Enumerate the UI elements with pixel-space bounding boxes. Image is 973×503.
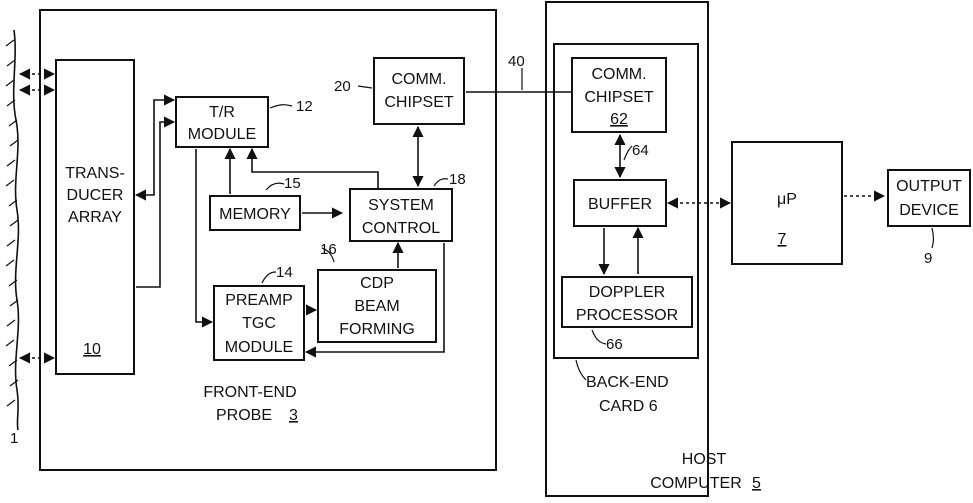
ref-buffer: 64 <box>632 142 649 159</box>
output-leader <box>932 228 934 248</box>
ref-output: 9 <box>924 250 932 267</box>
preamp-label-1: PREAMP <box>225 292 293 309</box>
comm-chipset-front-box <box>374 58 464 124</box>
tr-to-preamp <box>196 149 212 322</box>
comm-back-label-2: CHIPSET <box>584 89 654 106</box>
preamp-label-3: MODULE <box>225 339 293 356</box>
ref-doppler: 66 <box>606 336 623 353</box>
cdp-label-3: FORMING <box>339 321 415 338</box>
doppler-label-1: DOPPLER <box>589 284 665 301</box>
ref-tr: 12 <box>296 98 313 115</box>
syscontrol-to-tr <box>252 149 378 188</box>
syscontrol-label-2: CONTROL <box>362 220 440 237</box>
doppler-leader <box>592 330 606 344</box>
skin-surface <box>6 30 18 430</box>
back-end-leader <box>576 360 586 380</box>
buffer-leader <box>624 146 632 160</box>
ref-skin: 1 <box>10 430 18 447</box>
tr-leader <box>270 105 292 108</box>
ref-memory: 15 <box>284 175 301 192</box>
host-num: 5 <box>752 475 761 492</box>
transducer-label-1: TRANS- <box>65 165 125 182</box>
back-end-label-1: BACK-END <box>586 374 669 391</box>
doppler-label-2: PROCESSOR <box>576 307 678 324</box>
ref-cdp: 16 <box>320 241 337 258</box>
cdp-label-1: CDP <box>360 275 394 292</box>
memory-label: MEMORY <box>219 206 291 223</box>
comm-front-label-1: COMM. <box>391 71 446 88</box>
host-label-1: HOST <box>682 451 727 468</box>
buffer-label: BUFFER <box>588 196 652 213</box>
memory-leader <box>266 183 284 190</box>
back-end-label-2: CARD 6 <box>599 398 658 415</box>
transducer-label-3: ARRAY <box>68 209 122 226</box>
output-label-2: DEVICE <box>899 202 959 219</box>
ref-link: 40 <box>508 53 525 70</box>
tr-transducer-link <box>136 100 174 195</box>
cdp-label-2: BEAM <box>354 298 399 315</box>
tr-label-1: T/R <box>209 104 235 121</box>
transducer-tr-return <box>136 122 174 287</box>
ref-syscontrol: 18 <box>449 171 466 188</box>
ref-comm-front: 20 <box>334 78 351 95</box>
ref-up: 7 <box>778 231 787 248</box>
ref-preamp: 14 <box>276 264 293 281</box>
syscontrol-leader <box>434 179 448 186</box>
up-label: μP <box>777 191 797 208</box>
ref-comm-back: 62 <box>610 111 628 128</box>
transducer-label-2: DUCER <box>67 187 124 204</box>
front-end-num: 3 <box>289 407 298 424</box>
comm-front-label-2: CHIPSET <box>384 94 454 111</box>
output-label-1: OUTPUT <box>896 178 962 195</box>
ref-transducer: 10 <box>83 341 101 358</box>
comm-back-label-1: COMM. <box>591 66 646 83</box>
front-end-label-2: PROBE <box>216 407 272 424</box>
preamp-label-2: TGC <box>242 315 276 332</box>
comm-front-leader <box>358 86 372 88</box>
host-label-2: COMPUTER <box>650 475 742 492</box>
front-end-label-1: FRONT-END <box>203 384 296 401</box>
preamp-leader <box>262 272 276 283</box>
syscontrol-label-1: SYSTEM <box>368 197 434 214</box>
tr-label-2: MODULE <box>188 126 256 143</box>
